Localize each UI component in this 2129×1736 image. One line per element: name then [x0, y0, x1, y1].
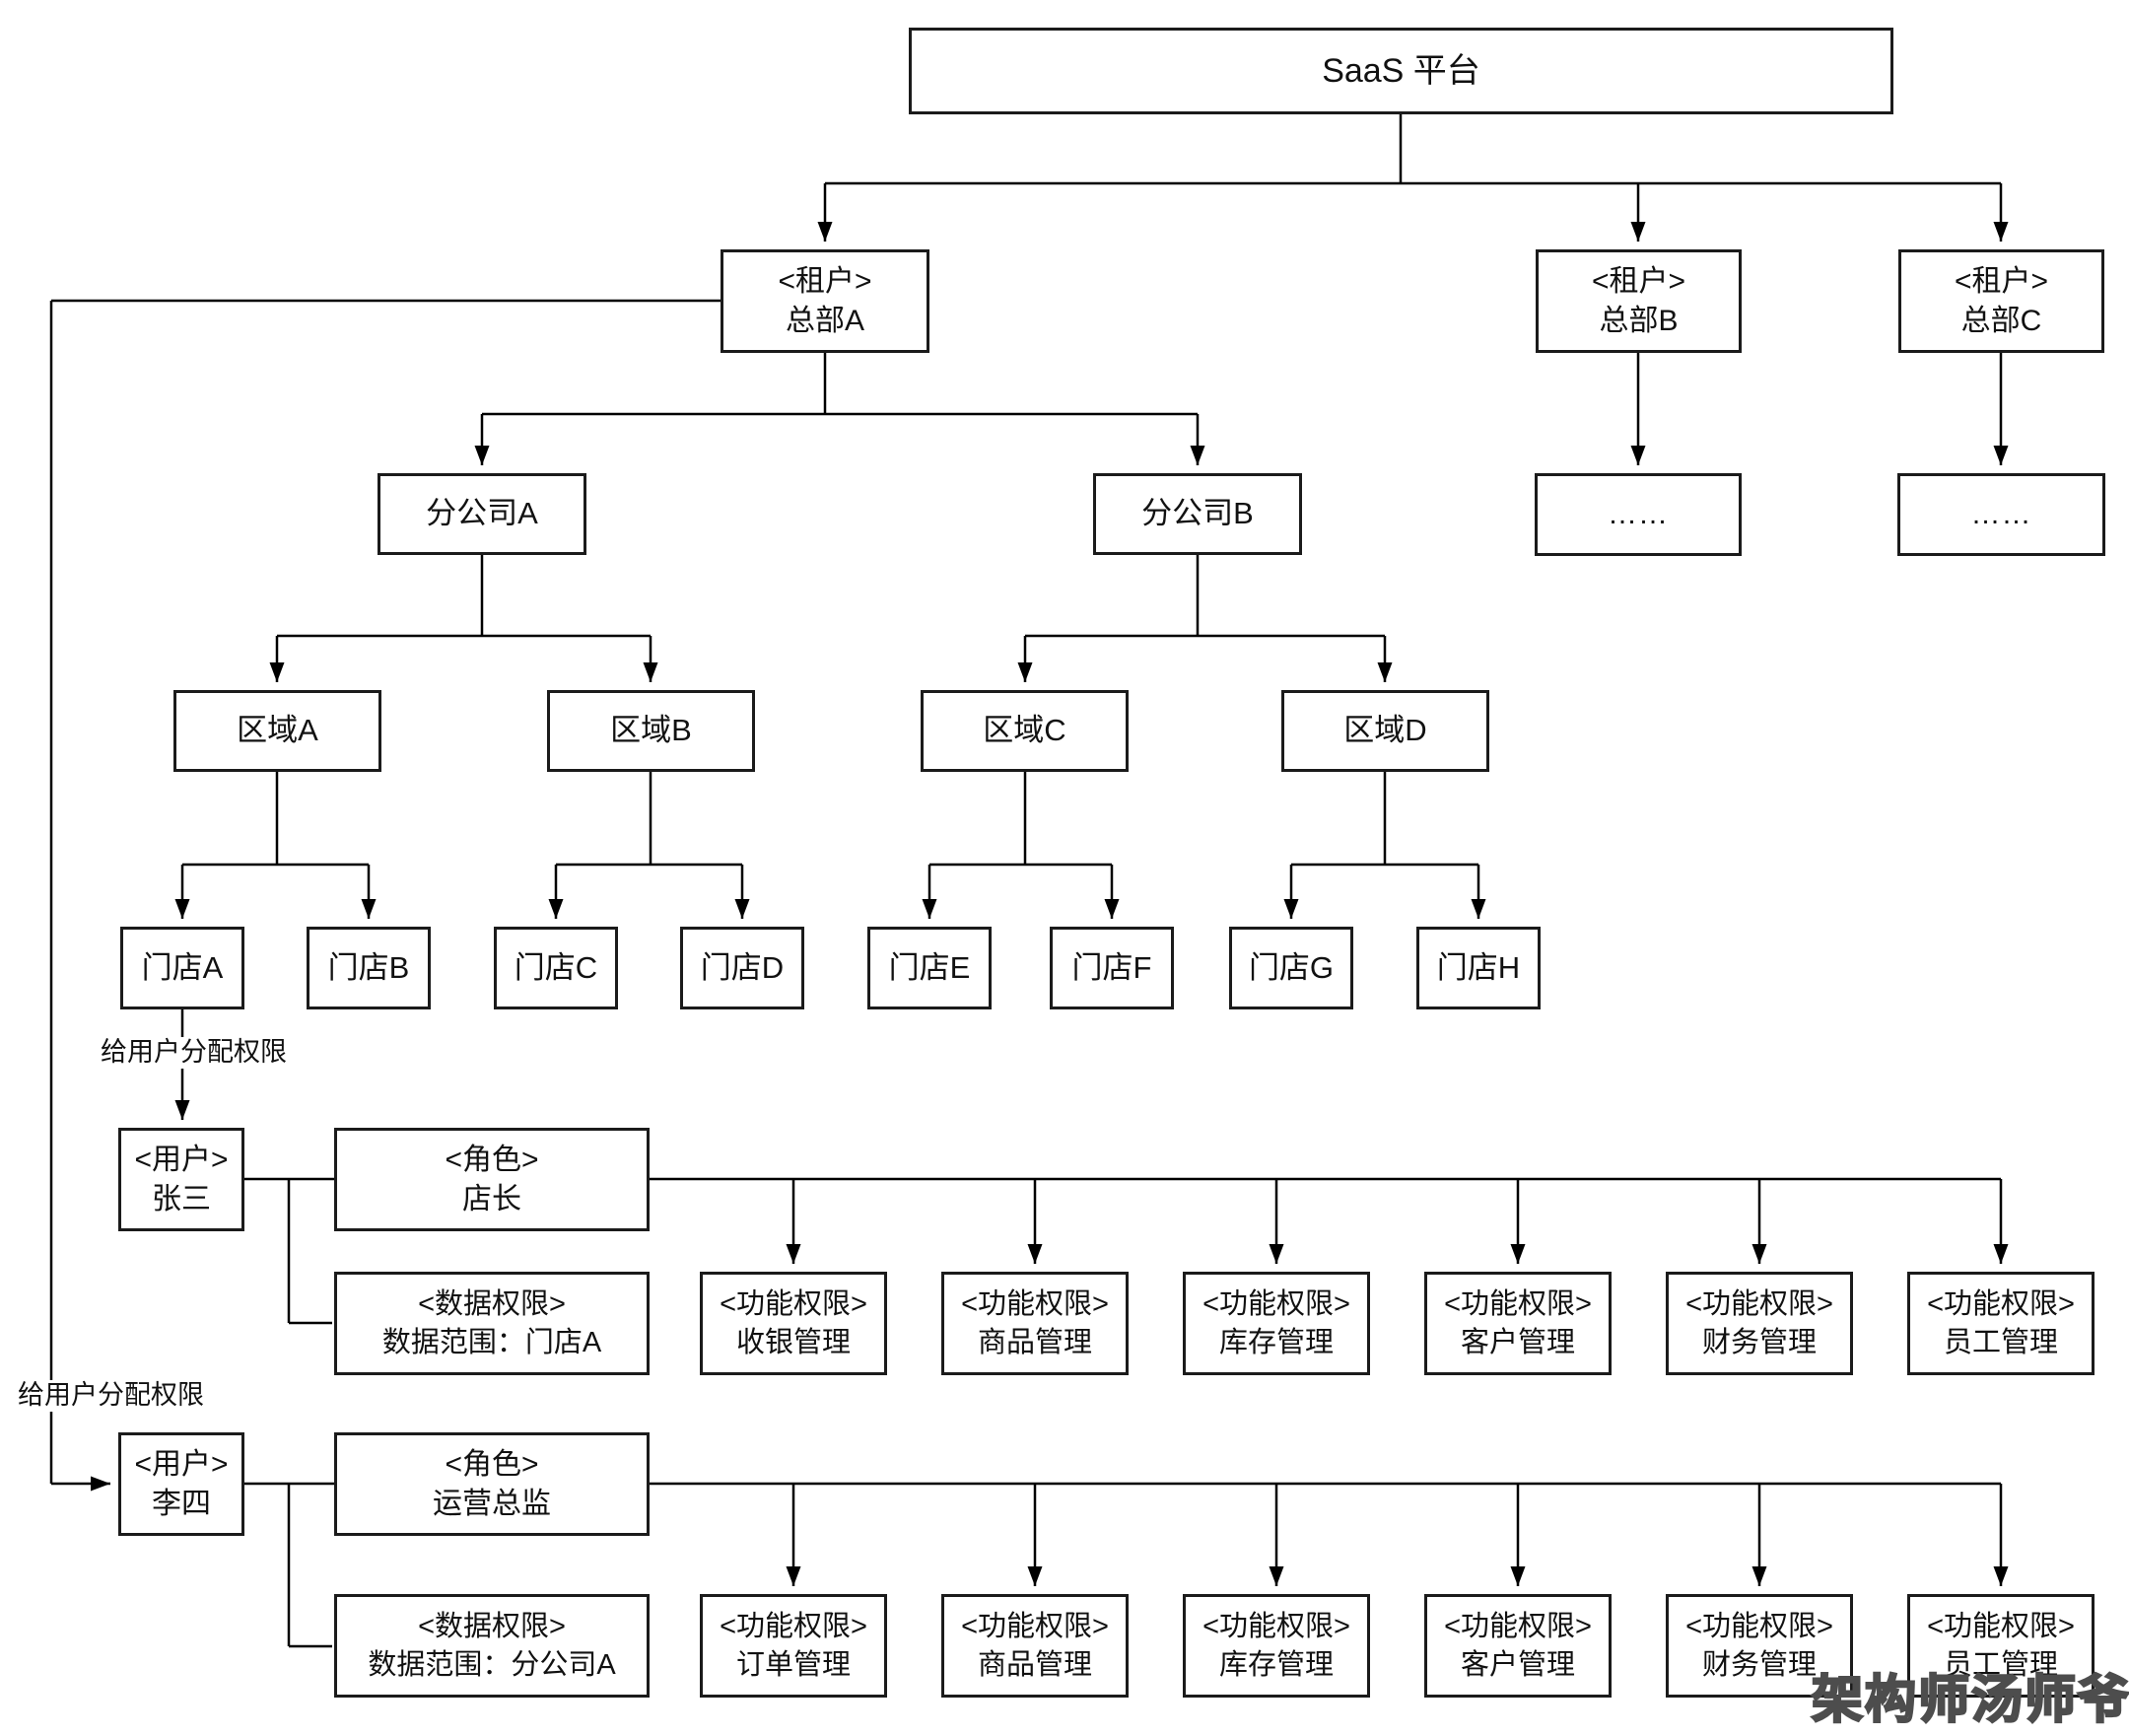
tenant-b-ellipsis-node: …… — [1535, 473, 1742, 556]
func-perm-employee-2-node: <功能权限> 员工管理 — [1907, 1594, 2095, 1698]
region-b-node: 区域B — [547, 690, 755, 772]
func-perm-inventory-1-node: <功能权限> 库存管理 — [1183, 1272, 1370, 1375]
user2-stereotype: <用户> — [134, 1447, 229, 1481]
store-f-node: 门店F — [1050, 927, 1174, 1009]
user-lisi-node: <用户> 李四 — [118, 1432, 244, 1536]
func-perm-customer-2-node: <功能权限> 客户管理 — [1424, 1594, 1612, 1698]
func-perm-product-2-node: <功能权限> 商品管理 — [941, 1594, 1129, 1698]
tenant-hq-c-node: <租户> 总部C — [1898, 249, 2104, 353]
func1-3-label: 客户管理 — [1460, 1326, 1575, 1358]
func1-5-label: 员工管理 — [1943, 1326, 2058, 1358]
data-permission-2-node: <数据权限> 数据范围：分公司A — [334, 1594, 650, 1698]
store-c-node: 门店C — [494, 927, 618, 1009]
func-perm-product-1-node: <功能权限> 商品管理 — [941, 1272, 1129, 1375]
func1-0-stereotype: <功能权限> — [720, 1288, 867, 1321]
user-zhangsan-node: <用户> 张三 — [118, 1128, 244, 1231]
func1-4-stereotype: <功能权限> — [1685, 1288, 1833, 1321]
func-perm-finance-1-node: <功能权限> 财务管理 — [1666, 1272, 1853, 1375]
func1-1-stereotype: <功能权限> — [961, 1288, 1109, 1321]
data1-stereotype: <数据权限> — [418, 1288, 566, 1321]
region-a-node: 区域A — [173, 690, 381, 772]
role-store-manager-node: <角色> 店长 — [334, 1128, 650, 1231]
region-d-node: 区域D — [1281, 690, 1489, 772]
tenant-a-label: 总部A — [785, 304, 864, 337]
func-perm-inventory-2-node: <功能权限> 库存管理 — [1183, 1594, 1370, 1698]
func-perm-employee-1-node: <功能权限> 员工管理 — [1907, 1272, 2095, 1375]
tenant-b-stereotype: <租户> — [1591, 264, 1686, 298]
func2-2-stereotype: <功能权限> — [1202, 1611, 1350, 1643]
role1-stereotype: <角色> — [445, 1143, 539, 1176]
tenant-c-label: 总部C — [1960, 304, 2042, 337]
tenant-c-ellipsis-node: …… — [1897, 473, 2105, 556]
func-perm-order-node: <功能权限> 订单管理 — [700, 1594, 887, 1698]
data2-label: 数据范围：分公司A — [368, 1648, 616, 1681]
user2-label: 李四 — [152, 1487, 211, 1520]
role1-label: 店长 — [462, 1182, 521, 1215]
store-e-node: 门店E — [867, 927, 992, 1009]
assign-permission-label-1: 给用户分配权限 — [99, 1037, 289, 1069]
tenant-b-label: 总部B — [1599, 304, 1679, 337]
tenant-c-stereotype: <租户> — [1954, 264, 2049, 298]
func2-1-label: 商品管理 — [977, 1648, 1092, 1681]
watermark-text: 架构师汤师爷 — [1811, 1671, 2129, 1731]
branch-b-node: 分公司B — [1093, 473, 1302, 555]
store-a-node: 门店A — [120, 927, 244, 1009]
func2-1-stereotype: <功能权限> — [961, 1611, 1109, 1643]
assign-permission-label-2: 给用户分配权限 — [16, 1380, 206, 1412]
role-operations-director-node: <角色> 运营总监 — [334, 1432, 650, 1536]
store-b-node: 门店B — [307, 927, 431, 1009]
store-d-node: 门店D — [680, 927, 804, 1009]
saas-platform-node: SaaS 平台 — [909, 28, 1893, 114]
func-perm-customer-1-node: <功能权限> 客户管理 — [1424, 1272, 1612, 1375]
user1-label: 张三 — [152, 1182, 211, 1215]
func2-2-label: 库存管理 — [1218, 1648, 1334, 1681]
data-permission-1-node: <数据权限> 数据范围：门店A — [334, 1272, 650, 1375]
tenant-a-stereotype: <租户> — [778, 264, 872, 298]
func2-4-stereotype: <功能权限> — [1685, 1611, 1833, 1643]
func2-4-label: 财务管理 — [1701, 1648, 1817, 1681]
func-perm-finance-2-node: <功能权限> 财务管理 — [1666, 1594, 1853, 1698]
store-g-node: 门店G — [1229, 927, 1353, 1009]
func2-5-label: 员工管理 — [1943, 1648, 2058, 1681]
func2-3-stereotype: <功能权限> — [1444, 1611, 1592, 1643]
func1-0-label: 收银管理 — [735, 1326, 851, 1358]
branch-a-node: 分公司A — [378, 473, 586, 555]
data2-stereotype: <数据权限> — [418, 1611, 566, 1643]
func1-5-stereotype: <功能权限> — [1927, 1288, 2075, 1321]
tenant-hq-b-node: <租户> 总部B — [1536, 249, 1742, 353]
func1-2-stereotype: <功能权限> — [1202, 1288, 1350, 1321]
func2-0-stereotype: <功能权限> — [720, 1611, 867, 1643]
func2-0-label: 订单管理 — [735, 1648, 851, 1681]
func1-1-label: 商品管理 — [977, 1326, 1092, 1358]
role2-label: 运营总监 — [433, 1487, 551, 1520]
region-c-node: 区域C — [921, 690, 1129, 772]
func1-2-label: 库存管理 — [1218, 1326, 1334, 1358]
func2-5-stereotype: <功能权限> — [1927, 1611, 2075, 1643]
role2-stereotype: <角色> — [445, 1447, 539, 1481]
user1-stereotype: <用户> — [134, 1143, 229, 1176]
func1-4-label: 财务管理 — [1701, 1326, 1817, 1358]
func2-3-label: 客户管理 — [1460, 1648, 1575, 1681]
store-h-node: 门店H — [1416, 927, 1541, 1009]
func1-3-stereotype: <功能权限> — [1444, 1288, 1592, 1321]
tenant-hq-a-node: <租户> 总部A — [721, 249, 929, 353]
data1-label: 数据范围：门店A — [381, 1326, 602, 1358]
func-perm-cashier-node: <功能权限> 收银管理 — [700, 1272, 887, 1375]
